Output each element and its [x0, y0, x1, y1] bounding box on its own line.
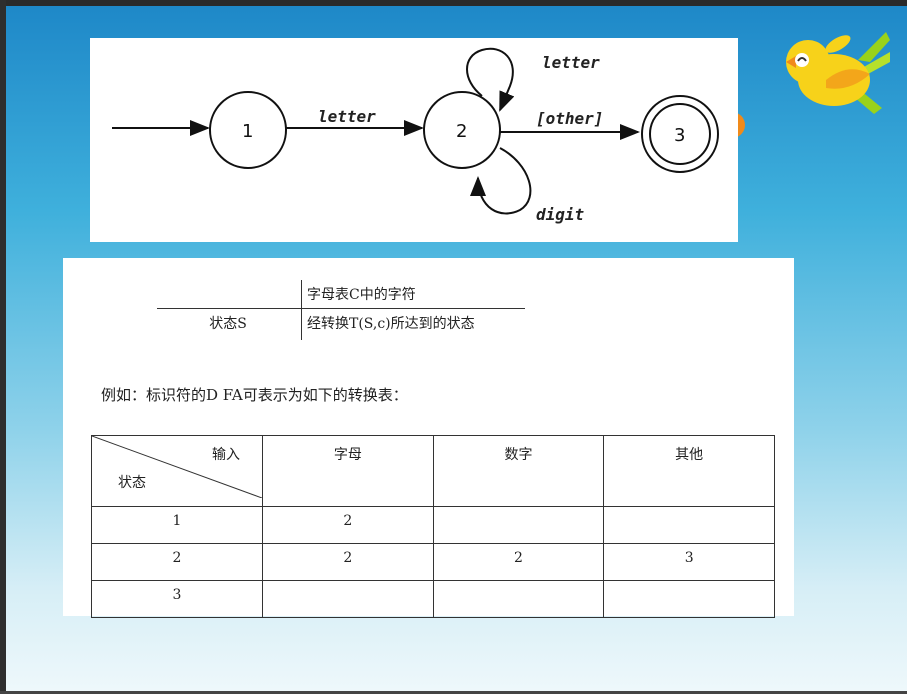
definition-horizontal-rule [157, 308, 525, 309]
fsm-diagram-panel: 1 letter 2 letter digit [other] 3 [90, 38, 738, 242]
transition-table-panel: 字母表C中的字符 状态S 经转换T(S,c)所达到的状态 例如：标识符的D FA… [63, 258, 794, 618]
table-header-row: 输入 状态 字母 数字 其他 [91, 435, 775, 507]
edge-2-3-label: [other] [536, 109, 603, 128]
window-bottom-bar [0, 691, 907, 694]
state-node-3-outer [641, 95, 719, 173]
table-cell [603, 580, 775, 618]
edge-1-2-label: letter [318, 107, 376, 126]
corner-diagonal [92, 436, 262, 498]
table-cell: 2 [262, 506, 434, 544]
row-state: 2 [91, 543, 263, 581]
table-cell [432, 580, 605, 618]
loop-letter [466, 47, 515, 112]
table-cell: 2 [262, 543, 434, 581]
state-3-label: 3 [674, 125, 685, 146]
loop-digit-label: digit [536, 205, 585, 224]
header-digit: 数字 [432, 435, 605, 507]
definition-row-2: 经转换T(S,c)所达到的状态 [307, 316, 475, 332]
fsm-diagram: 1 letter 2 letter digit [other] 3 [112, 47, 719, 224]
transition-table: 输入 状态 字母 数字 其他 1 2 2 2 2 3 3 [91, 435, 775, 618]
table-cell [262, 580, 434, 618]
window-top-bar [0, 0, 907, 6]
table-row: 3 [91, 580, 775, 618]
example-text: 例如：标识符的D FA可表示为如下的转换表： [101, 386, 408, 404]
table-cell: 3 [603, 543, 775, 581]
corner-input-label: 输入 [212, 447, 240, 463]
table-definition: 字母表C中的字符 状态S 经转换T(S,c)所达到的状态 [157, 280, 525, 344]
definition-vertical-rule [301, 280, 302, 340]
window-left-bar [0, 0, 6, 694]
state-1-label: 1 [242, 121, 253, 142]
definition-state: 状态S [209, 316, 247, 332]
table-row: 1 2 [91, 506, 775, 544]
state-node-2 [423, 91, 501, 169]
table-cell: 2 [432, 543, 605, 581]
loop-digit [470, 147, 532, 215]
table-corner-cell: 输入 状态 [91, 435, 263, 507]
table-row: 2 2 2 3 [91, 543, 775, 581]
bird-icon [786, 32, 890, 114]
row-state: 3 [91, 580, 263, 618]
state-node-1 [209, 91, 287, 169]
table-cell [432, 506, 605, 544]
row-state: 1 [91, 506, 263, 544]
state-2-label: 2 [456, 121, 467, 142]
state-node-3-inner [649, 103, 711, 165]
header-other: 其他 [603, 435, 775, 507]
definition-row-1: 字母表C中的字符 [307, 287, 416, 303]
corner-state-label: 状态 [118, 475, 146, 491]
table-cell [603, 506, 775, 544]
header-letter: 字母 [262, 435, 434, 507]
loop-letter-label: letter [542, 53, 600, 72]
